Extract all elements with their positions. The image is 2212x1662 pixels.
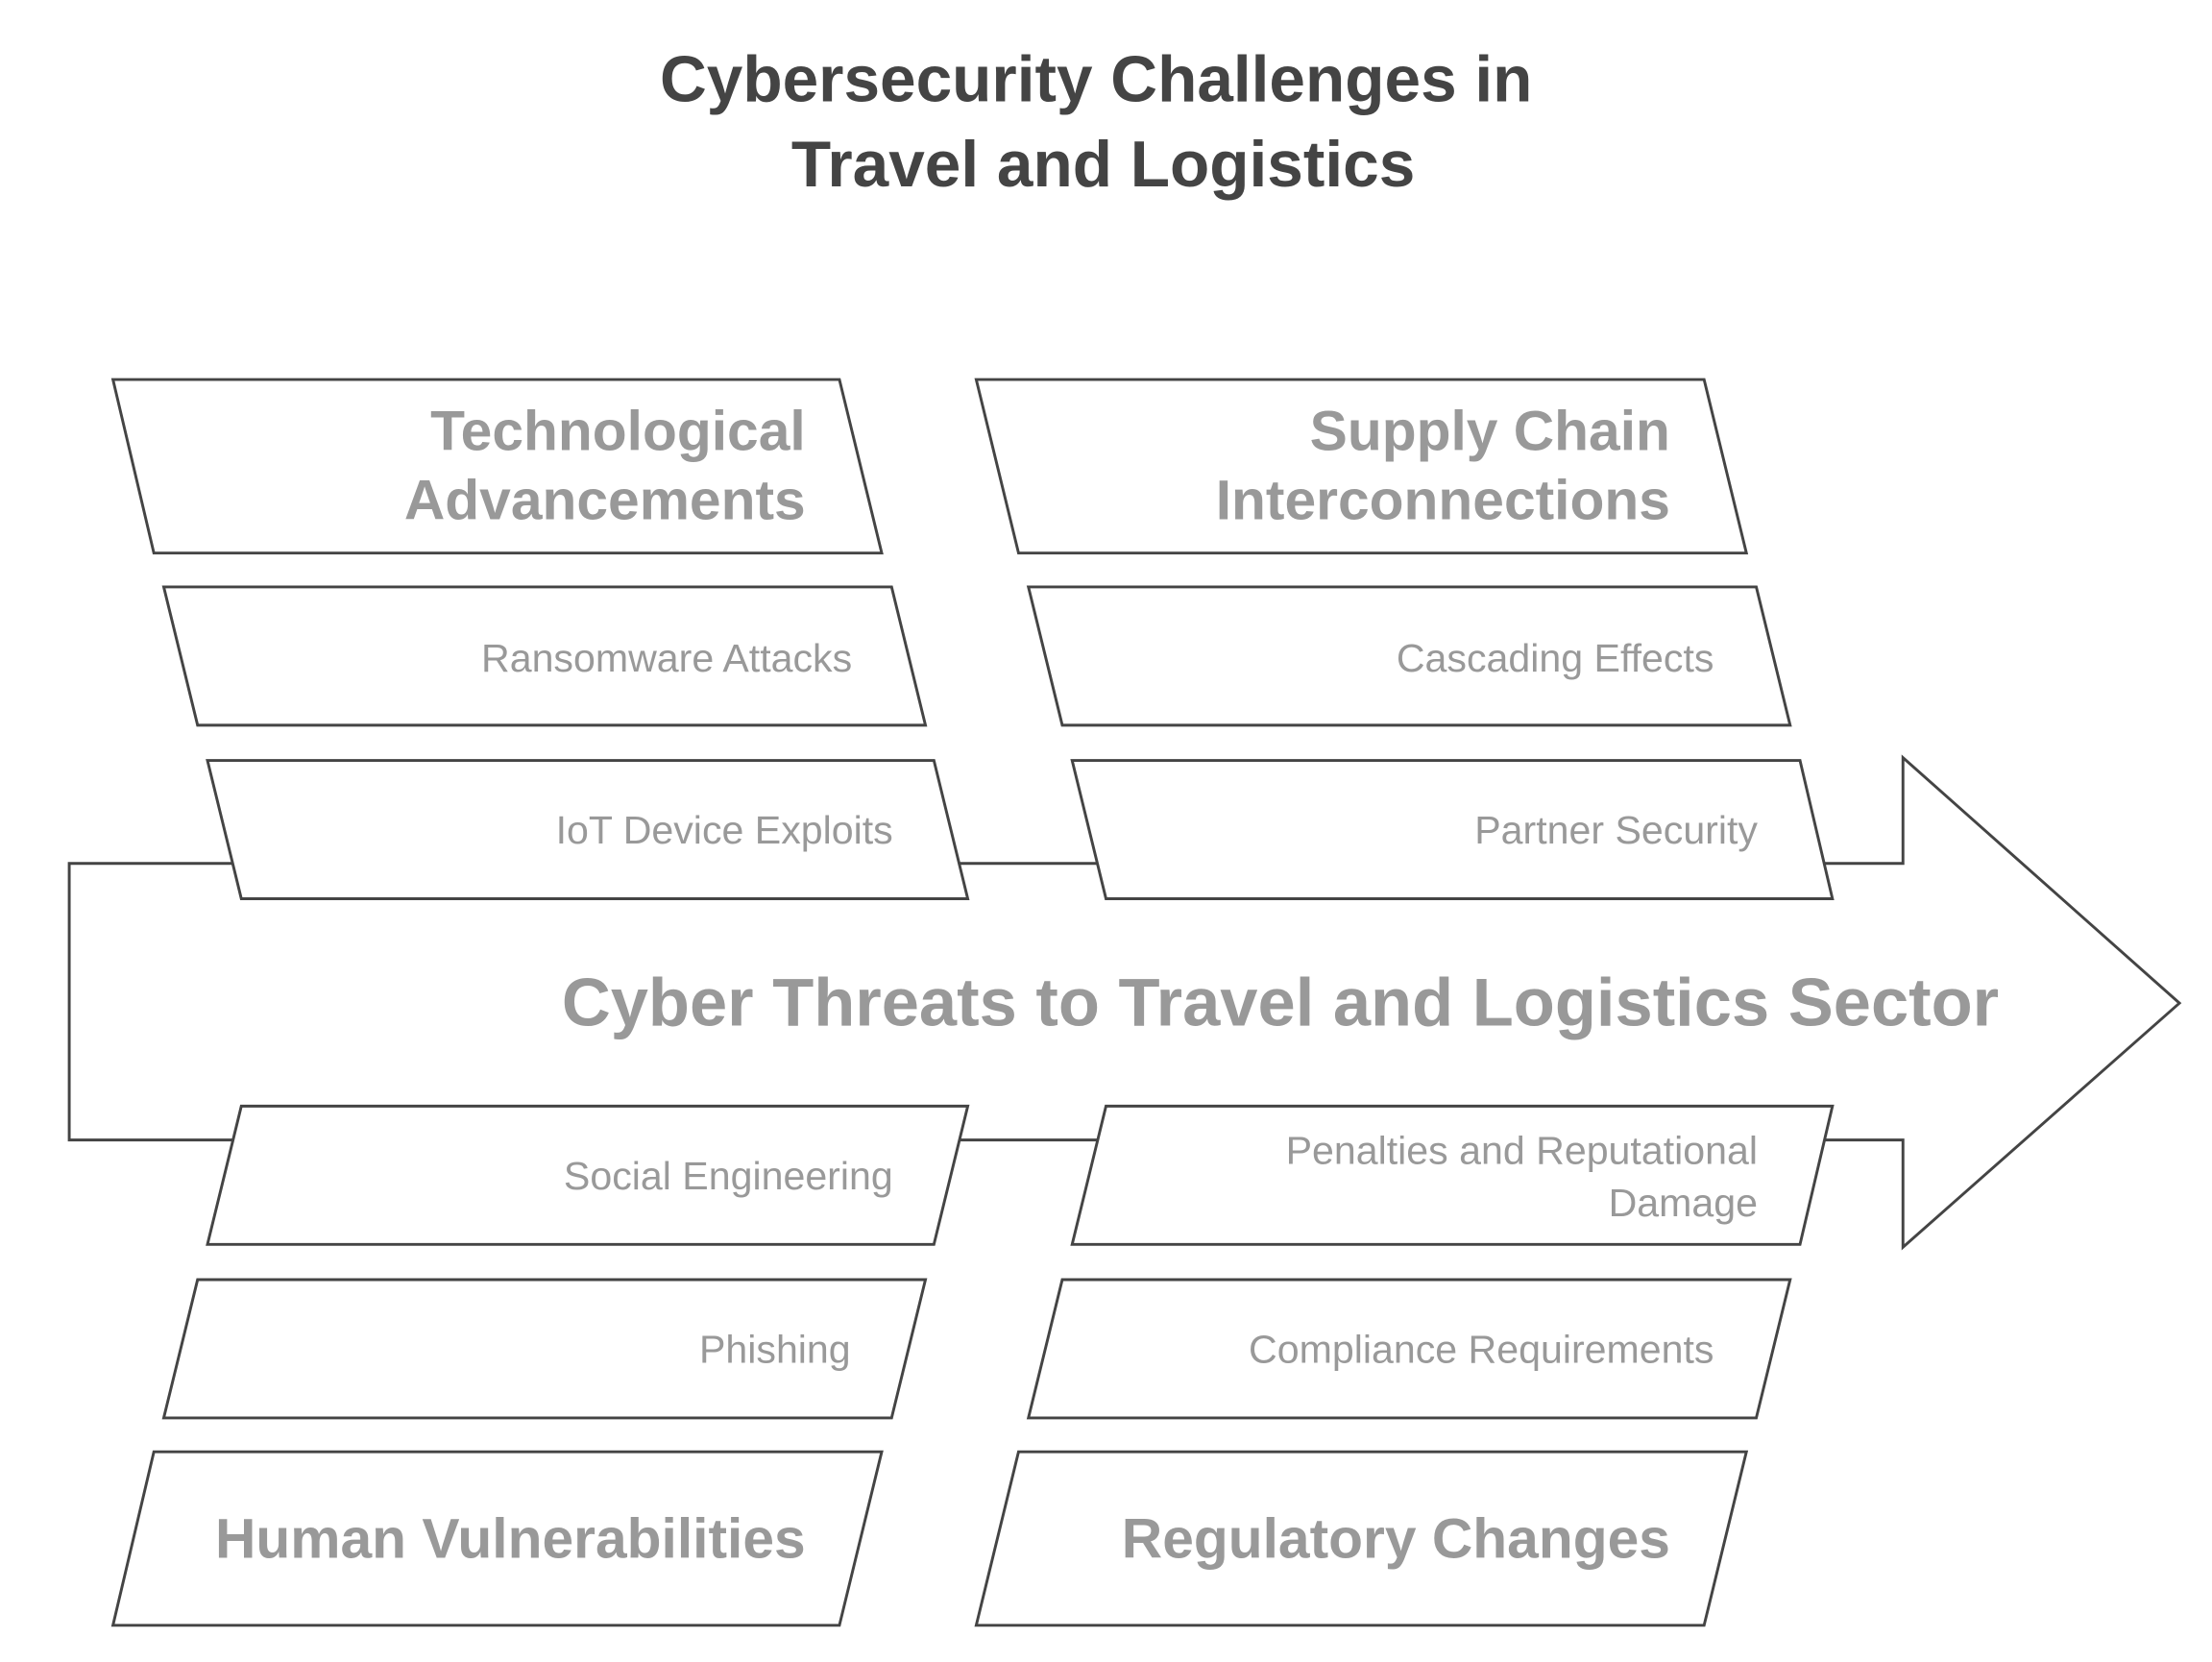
cause-ransomware-attacks: Ransomware Attacks [161,585,928,727]
category-label: Regulatory Changes [1122,1507,1670,1570]
cause-label: Partner Security [1474,808,1758,852]
cause-phishing: Phishing [161,1278,928,1420]
cause-social-engineering: Social Engineering [206,1104,970,1246]
category-supply-chain: Supply Chain Interconnections [974,378,1749,555]
cause-label: Social Engineering [564,1154,893,1198]
cause-penalties-reputational-damage: Penalties and Reputational Damage [1070,1104,1835,1246]
title-line-2: Travel and Logistics [791,129,1415,201]
cause-compliance-requirements: Compliance Requirements [1026,1278,1792,1420]
title-line-1: Cybersecurity Challenges in [660,44,1532,116]
category-human: Human Vulnerabilities [110,1450,884,1627]
category-regulatory: Regulatory Changes [974,1450,1749,1627]
category-label: Supply Chain [1310,400,1670,462]
cause-iot-device-exploits: IoT Device Exploits [206,759,970,900]
category-label: Human Vulnerabilities [215,1507,806,1570]
cause-label: IoT Device Exploits [556,808,893,852]
cause-label: Ransomware Attacks [481,636,852,680]
cause-label: Compliance Requirements [1249,1328,1714,1372]
category-label: Technological [430,400,806,462]
cause-cascading-effects: Cascading Effects [1026,585,1792,727]
cause-label: Damage [1609,1181,1758,1225]
category-label: Advancements [404,469,806,531]
category-label: Interconnections [1216,469,1670,531]
category-technological: Technological Advancements [110,378,884,555]
cause-label: Phishing [699,1328,851,1372]
spine-label: Cyber Threats to Travel and Logistics Se… [562,965,1999,1040]
cause-label: Penalties and Reputational [1286,1129,1758,1173]
cause-label: Cascading Effects [1397,636,1714,680]
cause-partner-security: Partner Security [1070,759,1835,900]
